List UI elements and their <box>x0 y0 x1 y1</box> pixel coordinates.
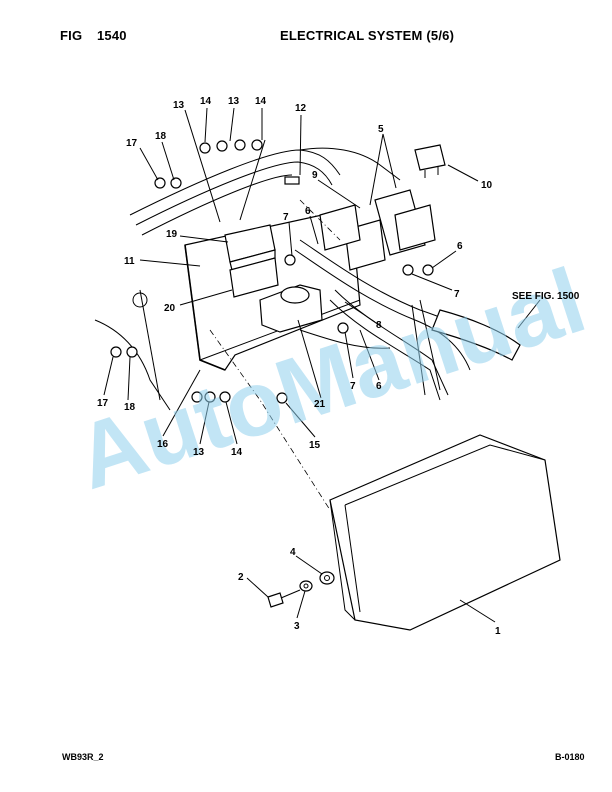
callout-labels: 13 14 13 14 12 5 17 18 9 10 19 7 6 6 11 … <box>97 96 580 637</box>
callout-18: 18 <box>124 402 136 413</box>
callout-5: 5 <box>378 124 384 135</box>
cab-structure <box>94 147 401 411</box>
relay-21 <box>259 284 323 333</box>
callout-3: 3 <box>294 621 300 632</box>
footer-page-code: B-0180 <box>555 752 585 762</box>
callout-11: 11 <box>124 256 135 267</box>
callout-10: 10 <box>481 180 493 191</box>
hardware-left <box>110 346 288 404</box>
screw-2 <box>267 589 301 608</box>
hardware-top <box>154 139 300 189</box>
callout-21: 21 <box>314 399 326 410</box>
callout-14: 14 <box>200 96 212 107</box>
callout-12: 12 <box>295 103 307 114</box>
washer-3 <box>299 580 313 592</box>
callout-14: 14 <box>231 447 243 458</box>
callout-14: 14 <box>255 96 267 107</box>
callout-7: 7 <box>283 212 289 223</box>
assembly-centerline-2 <box>299 199 341 241</box>
callout-9: 9 <box>312 170 318 181</box>
callout-19: 19 <box>166 229 178 240</box>
callout-15: 15 <box>309 440 321 451</box>
fuse-10 <box>414 144 446 178</box>
relay-block-5 <box>319 189 436 271</box>
callout-4: 4 <box>290 547 296 558</box>
callout-2: 2 <box>238 572 244 583</box>
callout-13: 13 <box>193 447 205 458</box>
callout-6: 6 <box>376 381 382 392</box>
hardware-right <box>284 254 434 334</box>
callout-8: 8 <box>376 320 382 331</box>
leader-lines <box>103 107 541 623</box>
relay-20 <box>229 257 279 298</box>
callout-20: 20 <box>164 303 176 314</box>
callout-17: 17 <box>97 398 109 409</box>
callout-1: 1 <box>495 626 501 637</box>
callout-7: 7 <box>350 381 356 392</box>
callout-18: 18 <box>155 131 167 142</box>
control-box-cover-1 <box>329 434 561 631</box>
page-title: ELECTRICAL SYSTEM (5/6) <box>280 28 455 43</box>
callout-6: 6 <box>457 241 463 252</box>
washer-4 <box>319 571 335 585</box>
wiring-harness <box>294 239 521 401</box>
relay-19 <box>224 224 276 271</box>
callout-6: 6 <box>305 206 311 217</box>
callout-13: 13 <box>173 100 185 111</box>
assembly-centerline <box>209 329 331 511</box>
callout-17: 17 <box>126 138 138 149</box>
reference-note: SEE FIG. 1500 <box>512 291 580 302</box>
callout-16: 16 <box>157 439 169 450</box>
figure-label: FIG <box>60 28 83 43</box>
callout-7: 7 <box>454 289 460 300</box>
footer-model-code: WB93R_2 <box>62 752 104 762</box>
callout-13: 13 <box>228 96 240 107</box>
figure-number: 1540 <box>97 28 127 43</box>
